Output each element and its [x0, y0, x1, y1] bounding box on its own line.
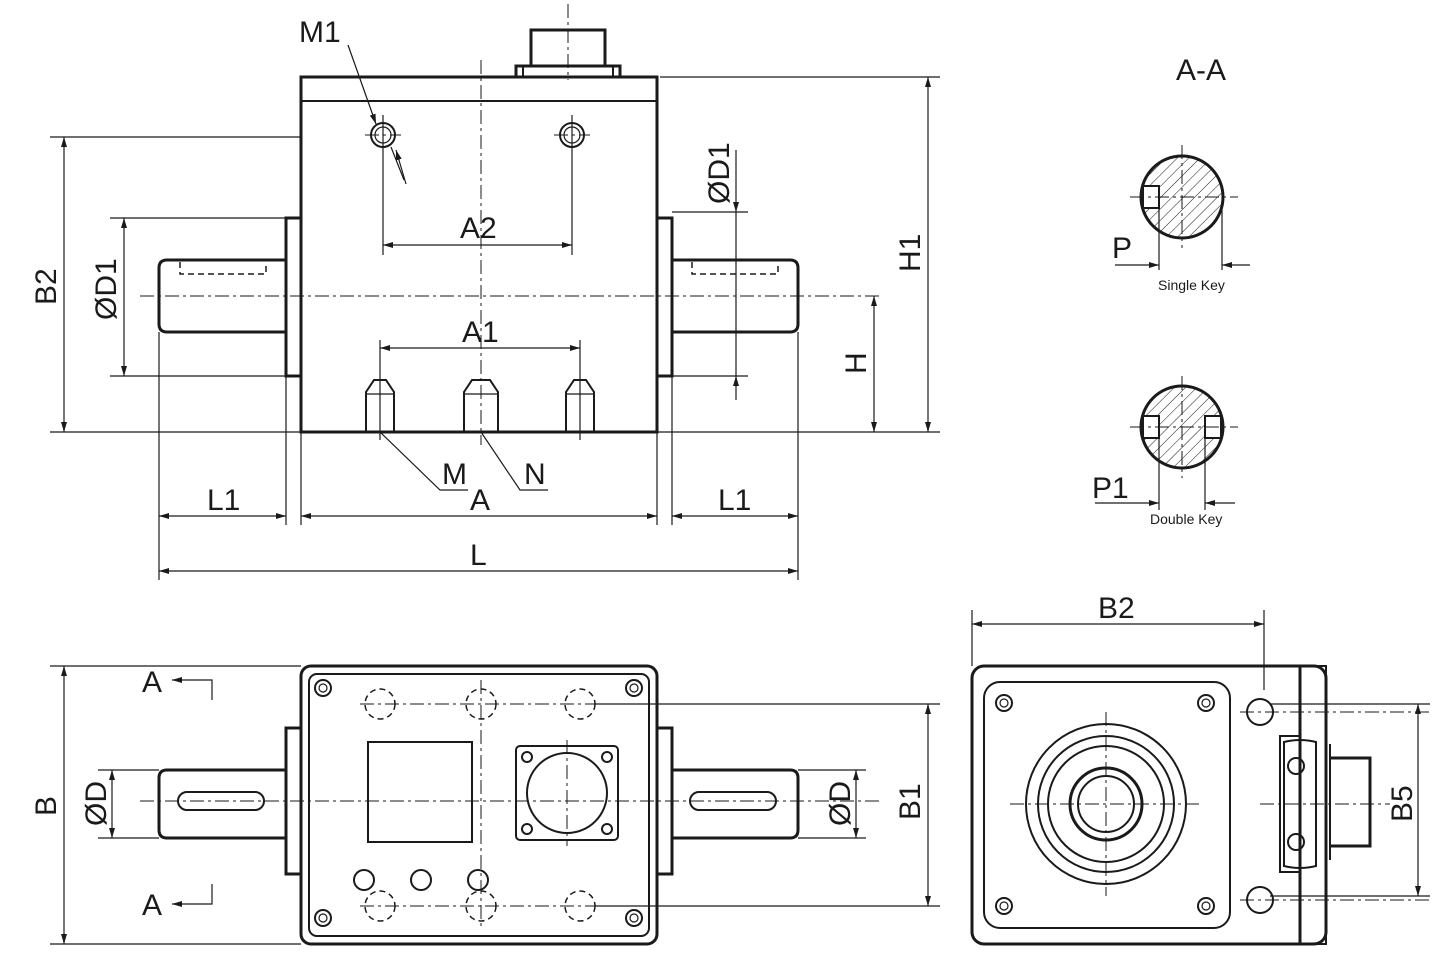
label-P1: P1 — [1092, 472, 1129, 505]
keyway-right — [689, 791, 777, 811]
bottom-holes — [365, 379, 595, 432]
end-view — [970, 610, 1430, 946]
sensor-body — [299, 75, 659, 434]
label-P: P — [1112, 232, 1132, 265]
label-OD1-left: ØD1 — [90, 258, 123, 320]
label-M: M — [442, 458, 467, 491]
left-shaft — [157, 258, 286, 334]
caption-double-key: Double Key — [1150, 511, 1222, 527]
label-L1-left: L1 — [207, 484, 240, 517]
label-A-top: A — [142, 666, 162, 699]
section-title: A-A — [1176, 54, 1226, 87]
label-OD-right: ØD — [824, 781, 857, 826]
label-A2: A2 — [460, 212, 497, 245]
section-single-key — [1115, 145, 1250, 270]
label-window — [367, 741, 473, 843]
label-B2-end: B2 — [1098, 592, 1135, 625]
label-A1: A1 — [462, 316, 499, 349]
label-A-bottom: A — [142, 889, 162, 922]
label-H: H — [840, 352, 873, 374]
label-OD1-right: ØD1 — [703, 142, 736, 204]
top-body — [299, 664, 659, 946]
section-double-key — [1095, 376, 1238, 510]
label-B2-left: B2 — [30, 268, 63, 305]
label-L: L — [470, 539, 487, 572]
left-flange — [284, 216, 303, 378]
label-B5: B5 — [1386, 785, 1419, 822]
label-L1-right: L1 — [718, 484, 751, 517]
keyway-left — [177, 791, 265, 811]
right-shaft — [672, 258, 800, 334]
caption-single-key: Single Key — [1158, 277, 1225, 293]
label-H1: H1 — [894, 234, 927, 272]
label-N: N — [524, 458, 546, 491]
label-B1: B1 — [894, 783, 927, 820]
label-B: B — [30, 796, 63, 816]
right-flange — [655, 216, 674, 378]
label-M1: M1 — [299, 16, 341, 49]
top-view — [50, 664, 940, 946]
label-OD-left: ØD — [80, 781, 113, 826]
label-A: A — [470, 484, 490, 517]
front-view — [50, 4, 940, 580]
